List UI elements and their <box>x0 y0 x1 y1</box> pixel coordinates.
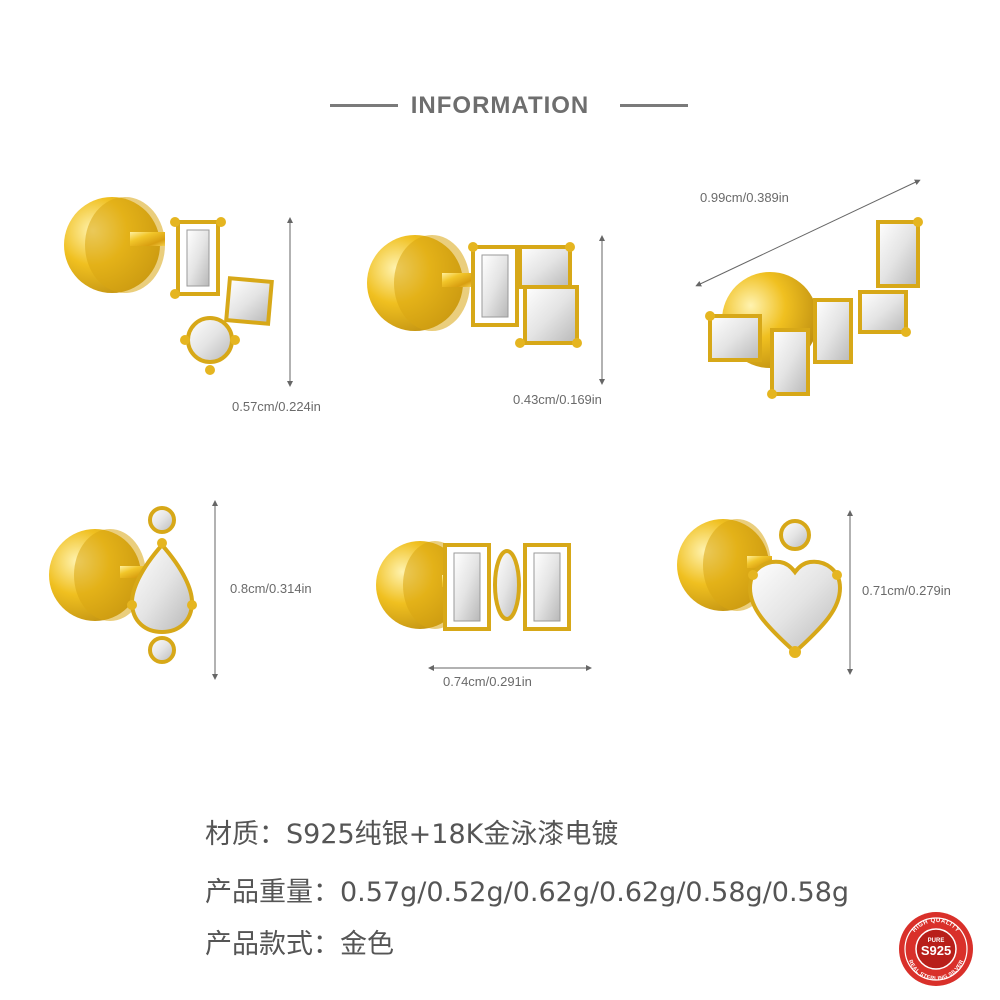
badge-pure: PURE <box>928 938 945 944</box>
s925-badge: HIGH QUALITY REAL STERLING SILVER PURE S… <box>897 910 975 988</box>
earring-2-dimension: 0.43cm/0.169in <box>513 392 602 407</box>
earring-1-height-arrow <box>287 217 293 387</box>
earring-4 <box>40 490 240 690</box>
header-line-right <box>620 104 688 107</box>
earring-6-image <box>677 519 843 658</box>
earring-5 <box>370 535 590 645</box>
earring-3-dimension: 0.99cm/0.389in <box>700 190 789 205</box>
earring-2-image <box>367 235 582 348</box>
spec-style: 产品款式：金色 <box>205 929 394 960</box>
earring-2-height-arrow <box>599 235 605 385</box>
earring-4-dimension: 0.8cm/0.314in <box>230 581 312 596</box>
earring-5-width-arrow <box>428 665 592 671</box>
earring-6-height-arrow <box>847 510 853 675</box>
earring-6 <box>665 500 865 700</box>
earring-2 <box>360 225 600 385</box>
earring-1-image <box>64 197 274 375</box>
earring-1-dimension: 0.57cm/0.224in <box>232 399 321 414</box>
earring-1 <box>50 190 290 430</box>
earring-4-height-arrow <box>212 500 218 680</box>
spec-weight: 产品重量：0.57g/0.52g/0.62g/0.62g/0.58g/0.58g <box>205 877 850 908</box>
badge-mark: S925 <box>921 943 951 958</box>
earring-6-dimension: 0.71cm/0.279in <box>862 583 951 598</box>
earring-5-dimension: 0.74cm/0.291in <box>443 674 532 689</box>
spec-material: 材质：S925纯银+18K金泳漆电镀 <box>205 819 619 850</box>
earring-3-width-arrow <box>695 179 921 287</box>
earring-5-image <box>376 541 571 631</box>
earring-4-image <box>49 506 197 664</box>
header-line-left <box>330 104 398 107</box>
header-title: INFORMATION <box>410 92 590 119</box>
